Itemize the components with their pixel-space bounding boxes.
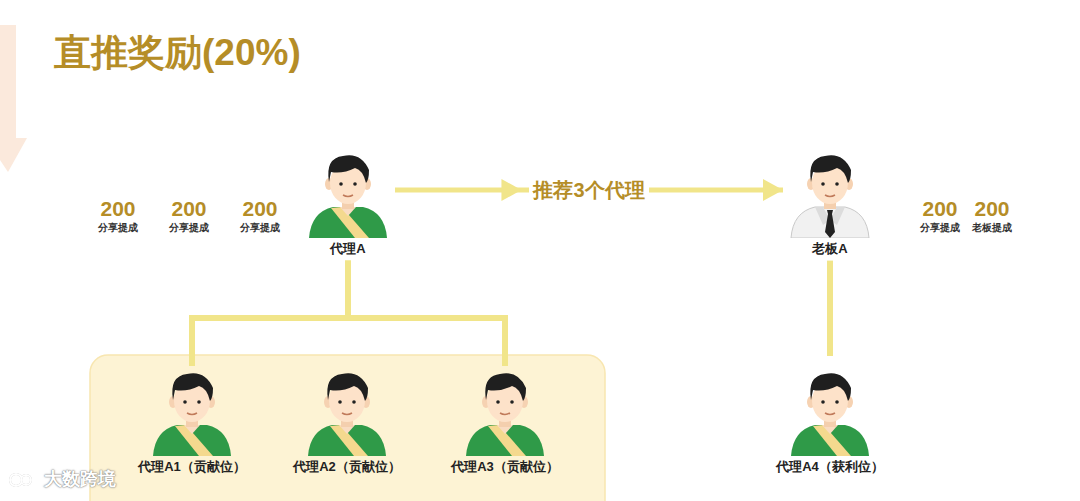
amount-caption: 老板提成: [972, 222, 1012, 234]
agent-figure: [302, 368, 392, 456]
agent-node: 代理A3（贡献位）: [451, 368, 559, 475]
amount-number: 200: [974, 197, 1009, 221]
tree-connector: [192, 261, 348, 366]
agent-figure: [147, 368, 237, 456]
amount-number: 200: [922, 197, 957, 221]
boss-figure: [785, 150, 875, 238]
agent-figure: [785, 368, 875, 456]
side-arrow: [0, 25, 27, 172]
node-label: 代理A2（贡献位）: [293, 459, 401, 475]
watermark-logo: [10, 474, 31, 486]
amount-caption: 分享提成: [920, 222, 960, 234]
amount-number: 200: [100, 197, 135, 221]
watermark: 大数跨境: [44, 469, 116, 490]
node-label: 代理A3（贡献位）: [451, 459, 559, 475]
agent-node: 代理A4（获利位）: [776, 368, 884, 475]
agent-node: 代理A: [303, 150, 393, 257]
highlight-band: [90, 355, 605, 501]
tree-connector: [348, 261, 505, 366]
amount-caption: 分享提成: [240, 222, 280, 234]
amount-number: 200: [242, 197, 277, 221]
node-label: 代理A4（获利位）: [776, 459, 884, 475]
agent-node: 代理A2（贡献位）: [293, 368, 401, 475]
slide-title: 直推奖励(20%): [54, 28, 301, 78]
boss-node: 老板A: [785, 150, 875, 257]
amount-number: 200: [171, 197, 206, 221]
agent-figure: [303, 150, 393, 238]
node-label: 代理A1（贡献位）: [138, 459, 246, 475]
tree-connector: [827, 261, 833, 356]
agent-node: 代理A1（贡献位）: [138, 368, 246, 475]
node-label: 老板A: [812, 241, 847, 257]
edge-label: 推荐3个代理: [529, 178, 648, 202]
agent-figure: [460, 368, 550, 456]
amount-caption: 分享提成: [98, 222, 138, 234]
node-label: 代理A: [330, 241, 365, 257]
amount-caption: 分享提成: [169, 222, 209, 234]
